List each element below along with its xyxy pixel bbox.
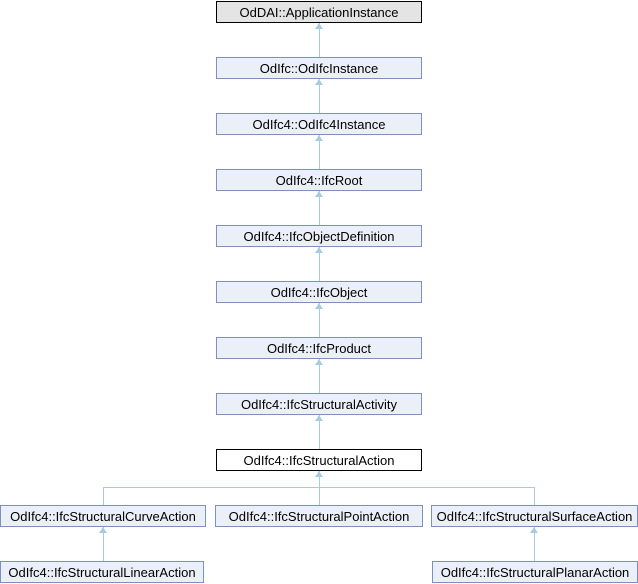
class-node-odifc4-ifcstructuralplanaraction[interactable]: OdIfc4::IfcStructuralPlanarAction — [432, 561, 638, 583]
class-node-odifc4-ifcproduct[interactable]: OdIfc4::IfcProduct — [216, 337, 422, 359]
class-node-odifc4-ifcroot[interactable]: OdIfc4::IfcRoot — [216, 169, 422, 191]
inheritance-edge — [319, 23, 320, 57]
class-node-odifc4-ifcstructuralcurveaction[interactable]: OdIfc4::IfcStructuralCurveAction — [0, 505, 206, 527]
inheritance-edge — [319, 359, 320, 393]
inheritance-edge — [319, 191, 320, 225]
class-node-odifc4-ifcstructuralpointaction[interactable]: OdIfc4::IfcStructuralPointAction — [215, 505, 423, 527]
inheritance-edge-bus — [103, 487, 535, 488]
class-node-odifc4-ifcobjectdefinition[interactable]: OdIfc4::IfcObjectDefinition — [216, 225, 422, 247]
inheritance-edge — [534, 527, 535, 561]
class-node-odifc4-odifc4instance[interactable]: OdIfc4::OdIfc4Instance — [216, 113, 422, 135]
inheritance-edge — [319, 471, 320, 505]
class-node-odifc4-ifcstructuralactivity[interactable]: OdIfc4::IfcStructuralActivity — [216, 393, 422, 415]
inheritance-edge — [319, 303, 320, 337]
inheritance-edge — [319, 135, 320, 169]
class-node-oddai-applicationinstance: OdDAI::ApplicationInstance — [216, 1, 422, 23]
class-node-odifc4-ifcstructurallinearaction[interactable]: OdIfc4::IfcStructuralLinearAction — [0, 561, 204, 583]
inheritance-edge — [319, 247, 320, 281]
inheritance-edge — [103, 527, 104, 561]
class-node-odifc4-ifcstructuralsurfaceaction[interactable]: OdIfc4::IfcStructuralSurfaceAction — [431, 505, 638, 527]
inheritance-edge — [319, 79, 320, 113]
class-node-odifc-odifcinstance[interactable]: OdIfc::OdIfcInstance — [216, 57, 422, 79]
class-node-odifc4-ifcstructuralaction: OdIfc4::IfcStructuralAction — [216, 449, 422, 471]
inheritance-edge — [534, 487, 535, 505]
inheritance-edge — [319, 415, 320, 449]
class-node-odifc4-ifcobject[interactable]: OdIfc4::IfcObject — [216, 281, 422, 303]
inheritance-edge — [103, 487, 104, 505]
